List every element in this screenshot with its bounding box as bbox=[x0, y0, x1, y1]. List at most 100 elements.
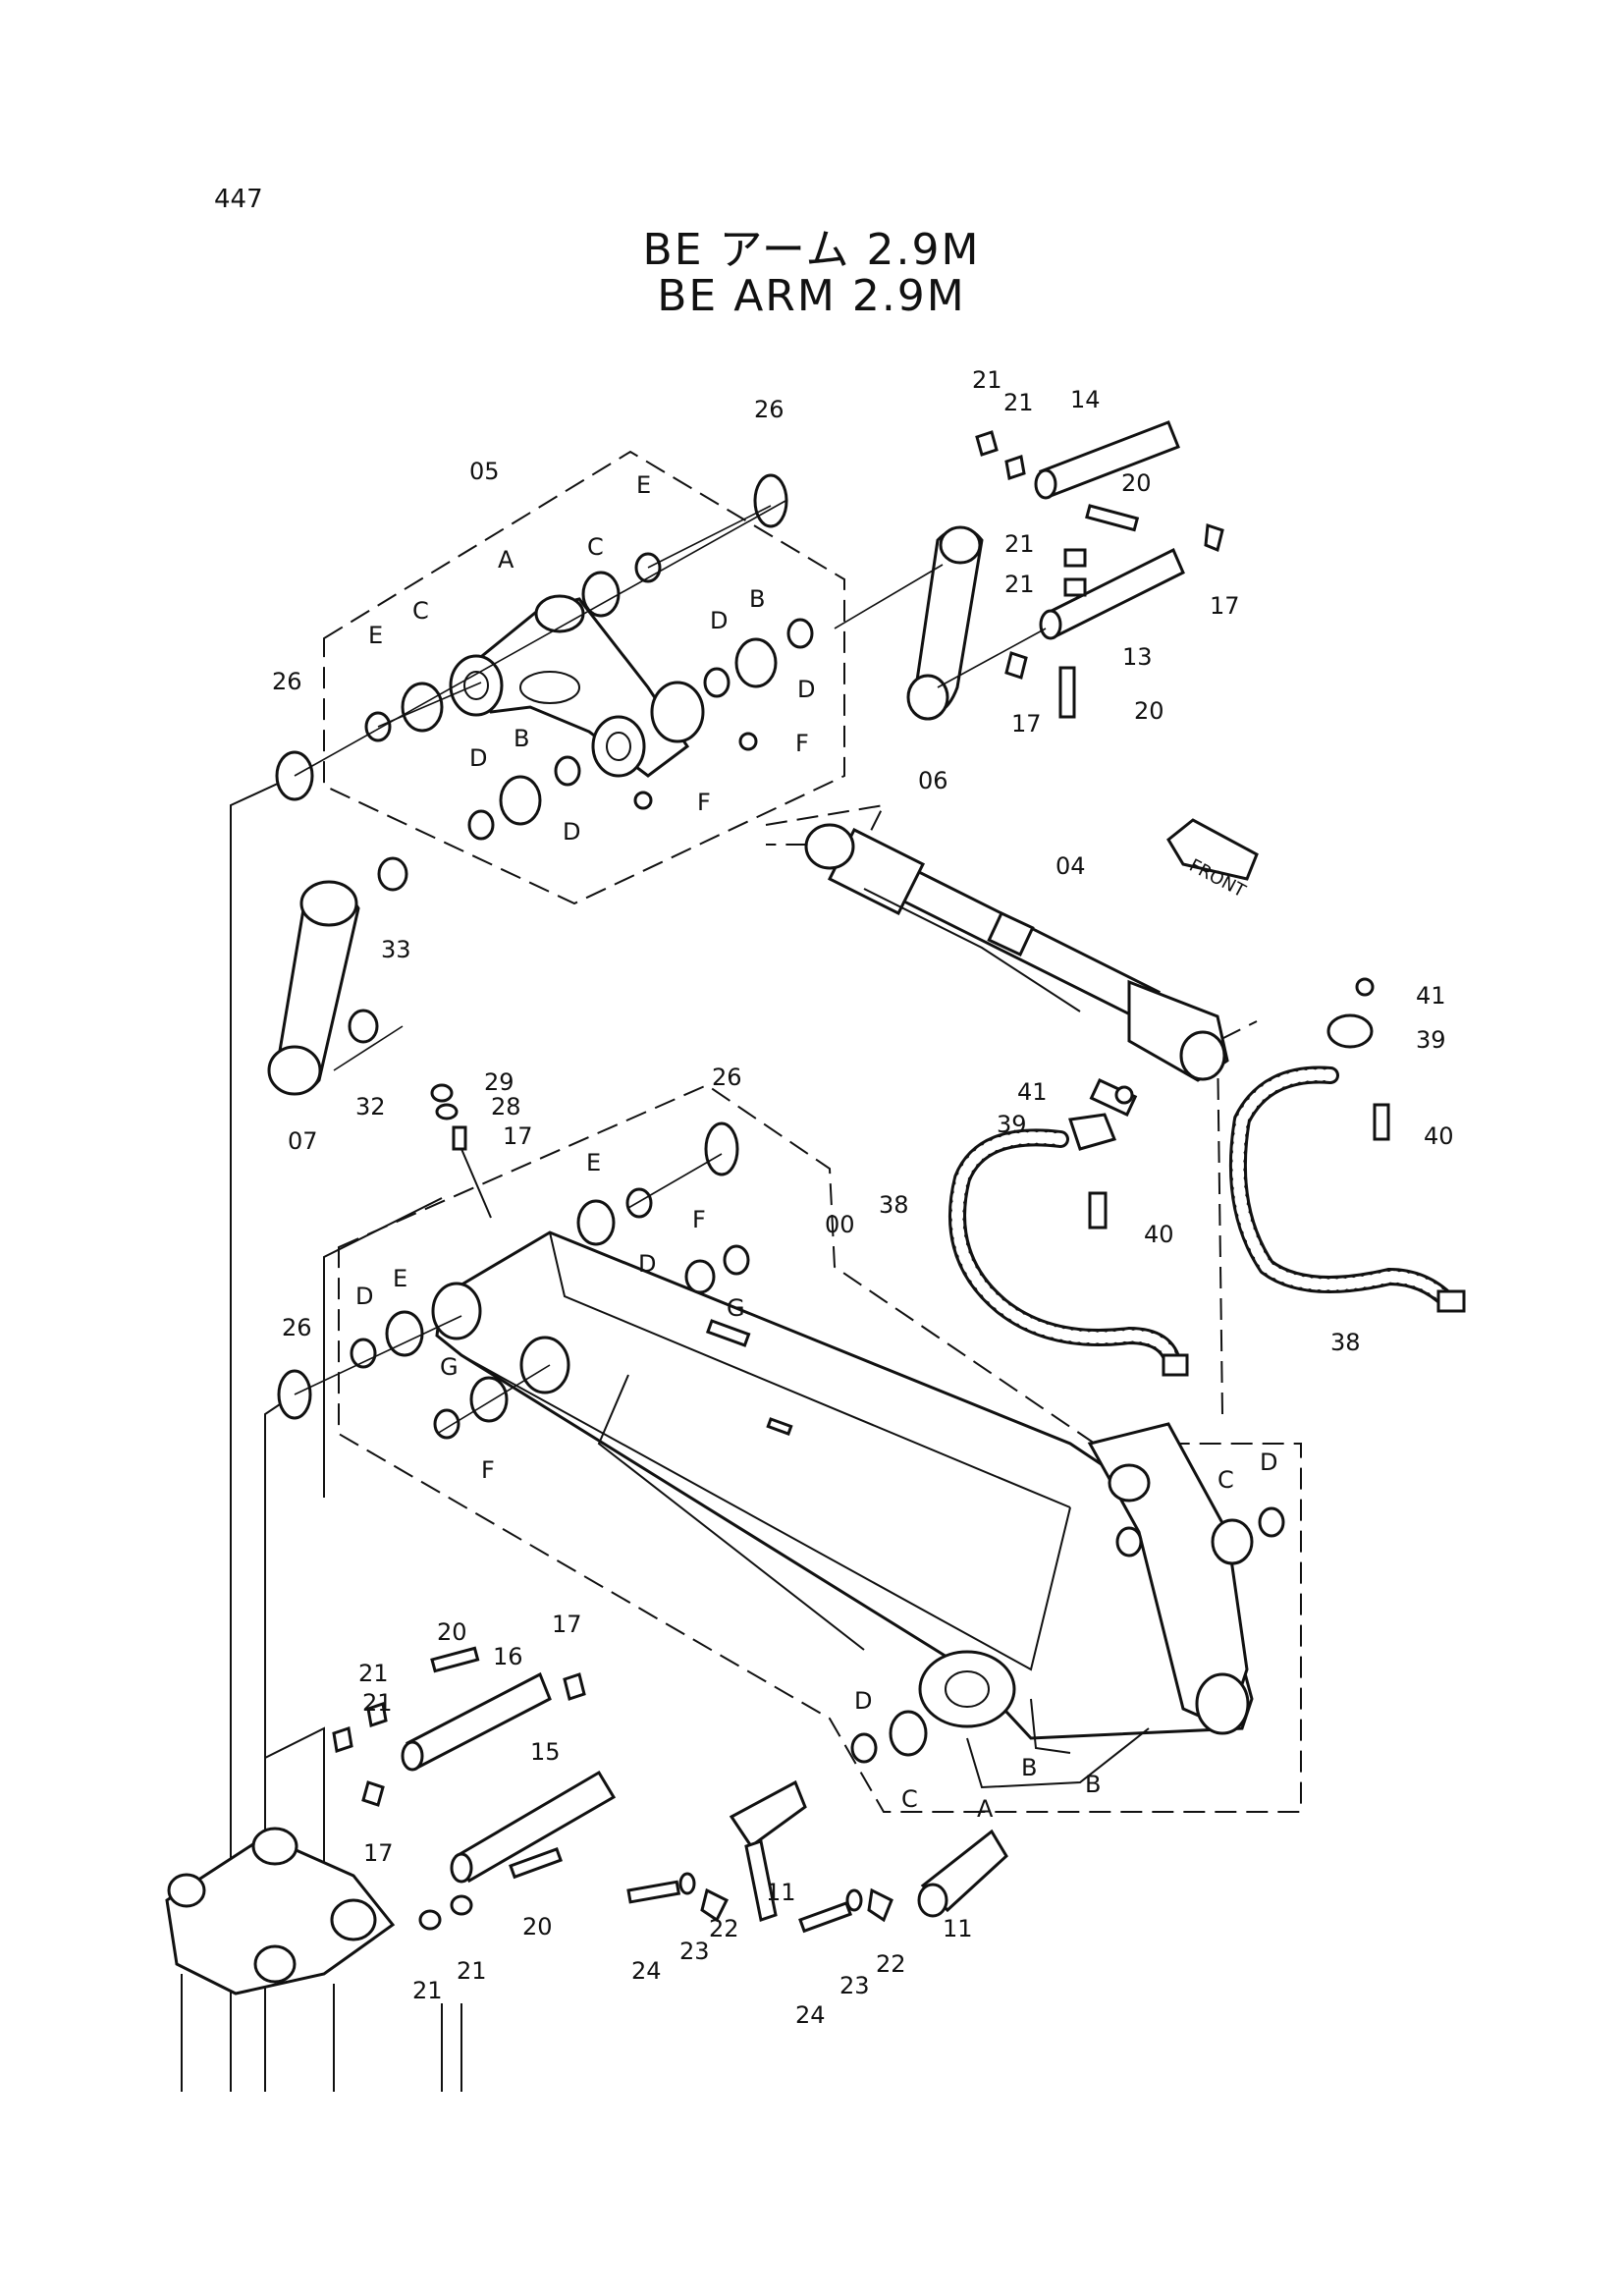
ref-B: B bbox=[1085, 1771, 1101, 1798]
axis-05a bbox=[294, 500, 786, 777]
title-english: BE ARM 2.9M bbox=[657, 271, 966, 321]
callout-17: 17 bbox=[1011, 710, 1042, 738]
ref-E: E bbox=[368, 622, 383, 649]
callout-21: 21 bbox=[412, 1977, 443, 2004]
callout-16: 16 bbox=[493, 1643, 523, 1670]
axis-05b bbox=[377, 682, 482, 728]
callout-20: 20 bbox=[437, 1618, 467, 1646]
callout-26: 26 bbox=[272, 668, 302, 695]
callout-32: 32 bbox=[355, 1093, 386, 1121]
link-06 bbox=[906, 525, 984, 721]
ref-E: E bbox=[586, 1149, 601, 1176]
callout-23: 23 bbox=[679, 1938, 710, 1965]
leader-26-left bbox=[230, 775, 296, 2092]
callout-21: 21 bbox=[1004, 530, 1035, 558]
callout-26: 26 bbox=[754, 396, 784, 423]
ref-D: D bbox=[797, 676, 815, 703]
callout-17: 17 bbox=[363, 1839, 394, 1867]
ref-B: B bbox=[1021, 1754, 1037, 1781]
axis-00b bbox=[627, 1153, 723, 1209]
ref-G: G bbox=[727, 1294, 745, 1322]
callout-29: 29 bbox=[484, 1068, 514, 1096]
pin-11-right bbox=[798, 1829, 1008, 1934]
front-arrow: FRONT bbox=[1166, 818, 1259, 902]
axis-00a bbox=[294, 1315, 462, 1395]
cylinder-04 bbox=[804, 823, 1229, 1118]
callout-40: 40 bbox=[1424, 1122, 1454, 1150]
callout-22: 22 bbox=[876, 1950, 906, 1978]
link-05 bbox=[449, 594, 705, 778]
boom-bracket bbox=[165, 1827, 462, 2092]
callout-38: 38 bbox=[879, 1191, 909, 1219]
callout-17: 17 bbox=[552, 1611, 582, 1638]
callout-11: 11 bbox=[943, 1915, 973, 1942]
leader-B-pins bbox=[1030, 1698, 1071, 1754]
ref-A: A bbox=[977, 1795, 994, 1823]
callout-14: 14 bbox=[1070, 386, 1101, 413]
ref-C: C bbox=[1217, 1466, 1234, 1494]
callout-labels: 05 26 21 21 14 20 21 21 17 13 20 17 06 2… bbox=[272, 366, 1454, 2029]
leader-07-frame bbox=[323, 1197, 443, 1498]
page-number: 447 bbox=[214, 185, 263, 214]
callout-21: 21 bbox=[362, 1689, 393, 1717]
group-05-outline bbox=[323, 450, 845, 905]
hose-38-right bbox=[1114, 977, 1466, 1313]
hose-38-left bbox=[948, 1113, 1189, 1377]
callout-04: 04 bbox=[1055, 852, 1086, 880]
ref-C: C bbox=[412, 597, 429, 625]
ref-A: A bbox=[498, 546, 514, 574]
link-07 bbox=[267, 856, 408, 1096]
callout-20: 20 bbox=[1134, 697, 1164, 725]
callout-21: 21 bbox=[1003, 389, 1034, 416]
axis-00c bbox=[436, 1364, 551, 1435]
callout-26: 26 bbox=[282, 1314, 312, 1341]
pin-15 bbox=[418, 1770, 617, 1931]
callout-20: 20 bbox=[1121, 469, 1152, 497]
callout-38: 38 bbox=[1330, 1329, 1361, 1356]
callout-33: 33 bbox=[381, 936, 411, 963]
ref-E: E bbox=[393, 1265, 407, 1292]
callout-20: 20 bbox=[522, 1913, 553, 1941]
callout-28: 28 bbox=[491, 1093, 521, 1121]
pin-14 bbox=[975, 420, 1180, 532]
ref-D: D bbox=[854, 1687, 872, 1715]
axis-06 bbox=[834, 564, 944, 629]
callout-13: 13 bbox=[1122, 643, 1153, 671]
ref-F: F bbox=[697, 789, 711, 816]
callout-41: 41 bbox=[1017, 1078, 1048, 1106]
callout-24: 24 bbox=[631, 1957, 662, 1985]
axis-13 bbox=[937, 628, 1047, 688]
ref-B: B bbox=[514, 725, 529, 752]
callout-06: 06 bbox=[918, 767, 948, 794]
pin-13 bbox=[1004, 522, 1224, 719]
ref-B: B bbox=[749, 585, 765, 613]
callout-39: 39 bbox=[997, 1111, 1027, 1138]
callout-05: 05 bbox=[469, 458, 500, 485]
callout-21: 21 bbox=[358, 1660, 389, 1687]
callout-24: 24 bbox=[795, 2001, 826, 2029]
callout-26: 26 bbox=[712, 1064, 742, 1091]
callout-07: 07 bbox=[288, 1127, 318, 1155]
callout-41: 41 bbox=[1416, 982, 1446, 1010]
callout-21: 21 bbox=[457, 1957, 487, 1985]
callout-23: 23 bbox=[839, 1972, 870, 1999]
ref-D: D bbox=[638, 1250, 656, 1278]
callout-39: 39 bbox=[1416, 1026, 1446, 1054]
pin-11-left bbox=[626, 1779, 807, 1923]
group-04-link bbox=[765, 803, 886, 846]
callout-00: 00 bbox=[825, 1211, 855, 1238]
title-japanese: BE アーム 2.9M bbox=[642, 225, 981, 275]
ref-D: D bbox=[563, 818, 580, 846]
callout-17: 17 bbox=[1210, 592, 1240, 620]
ref-D: D bbox=[469, 744, 487, 772]
axis-07 bbox=[333, 1025, 404, 1071]
callout-21: 21 bbox=[972, 366, 1002, 394]
ref-F: F bbox=[692, 1206, 706, 1233]
arm-00 bbox=[431, 1230, 1254, 1740]
leader-A-B bbox=[966, 1727, 1150, 1789]
ref-G: G bbox=[440, 1353, 459, 1381]
ref-C: C bbox=[587, 533, 604, 561]
callout-15: 15 bbox=[530, 1738, 561, 1766]
ref-C: C bbox=[901, 1785, 918, 1813]
group-00-outline bbox=[338, 1083, 1302, 1813]
